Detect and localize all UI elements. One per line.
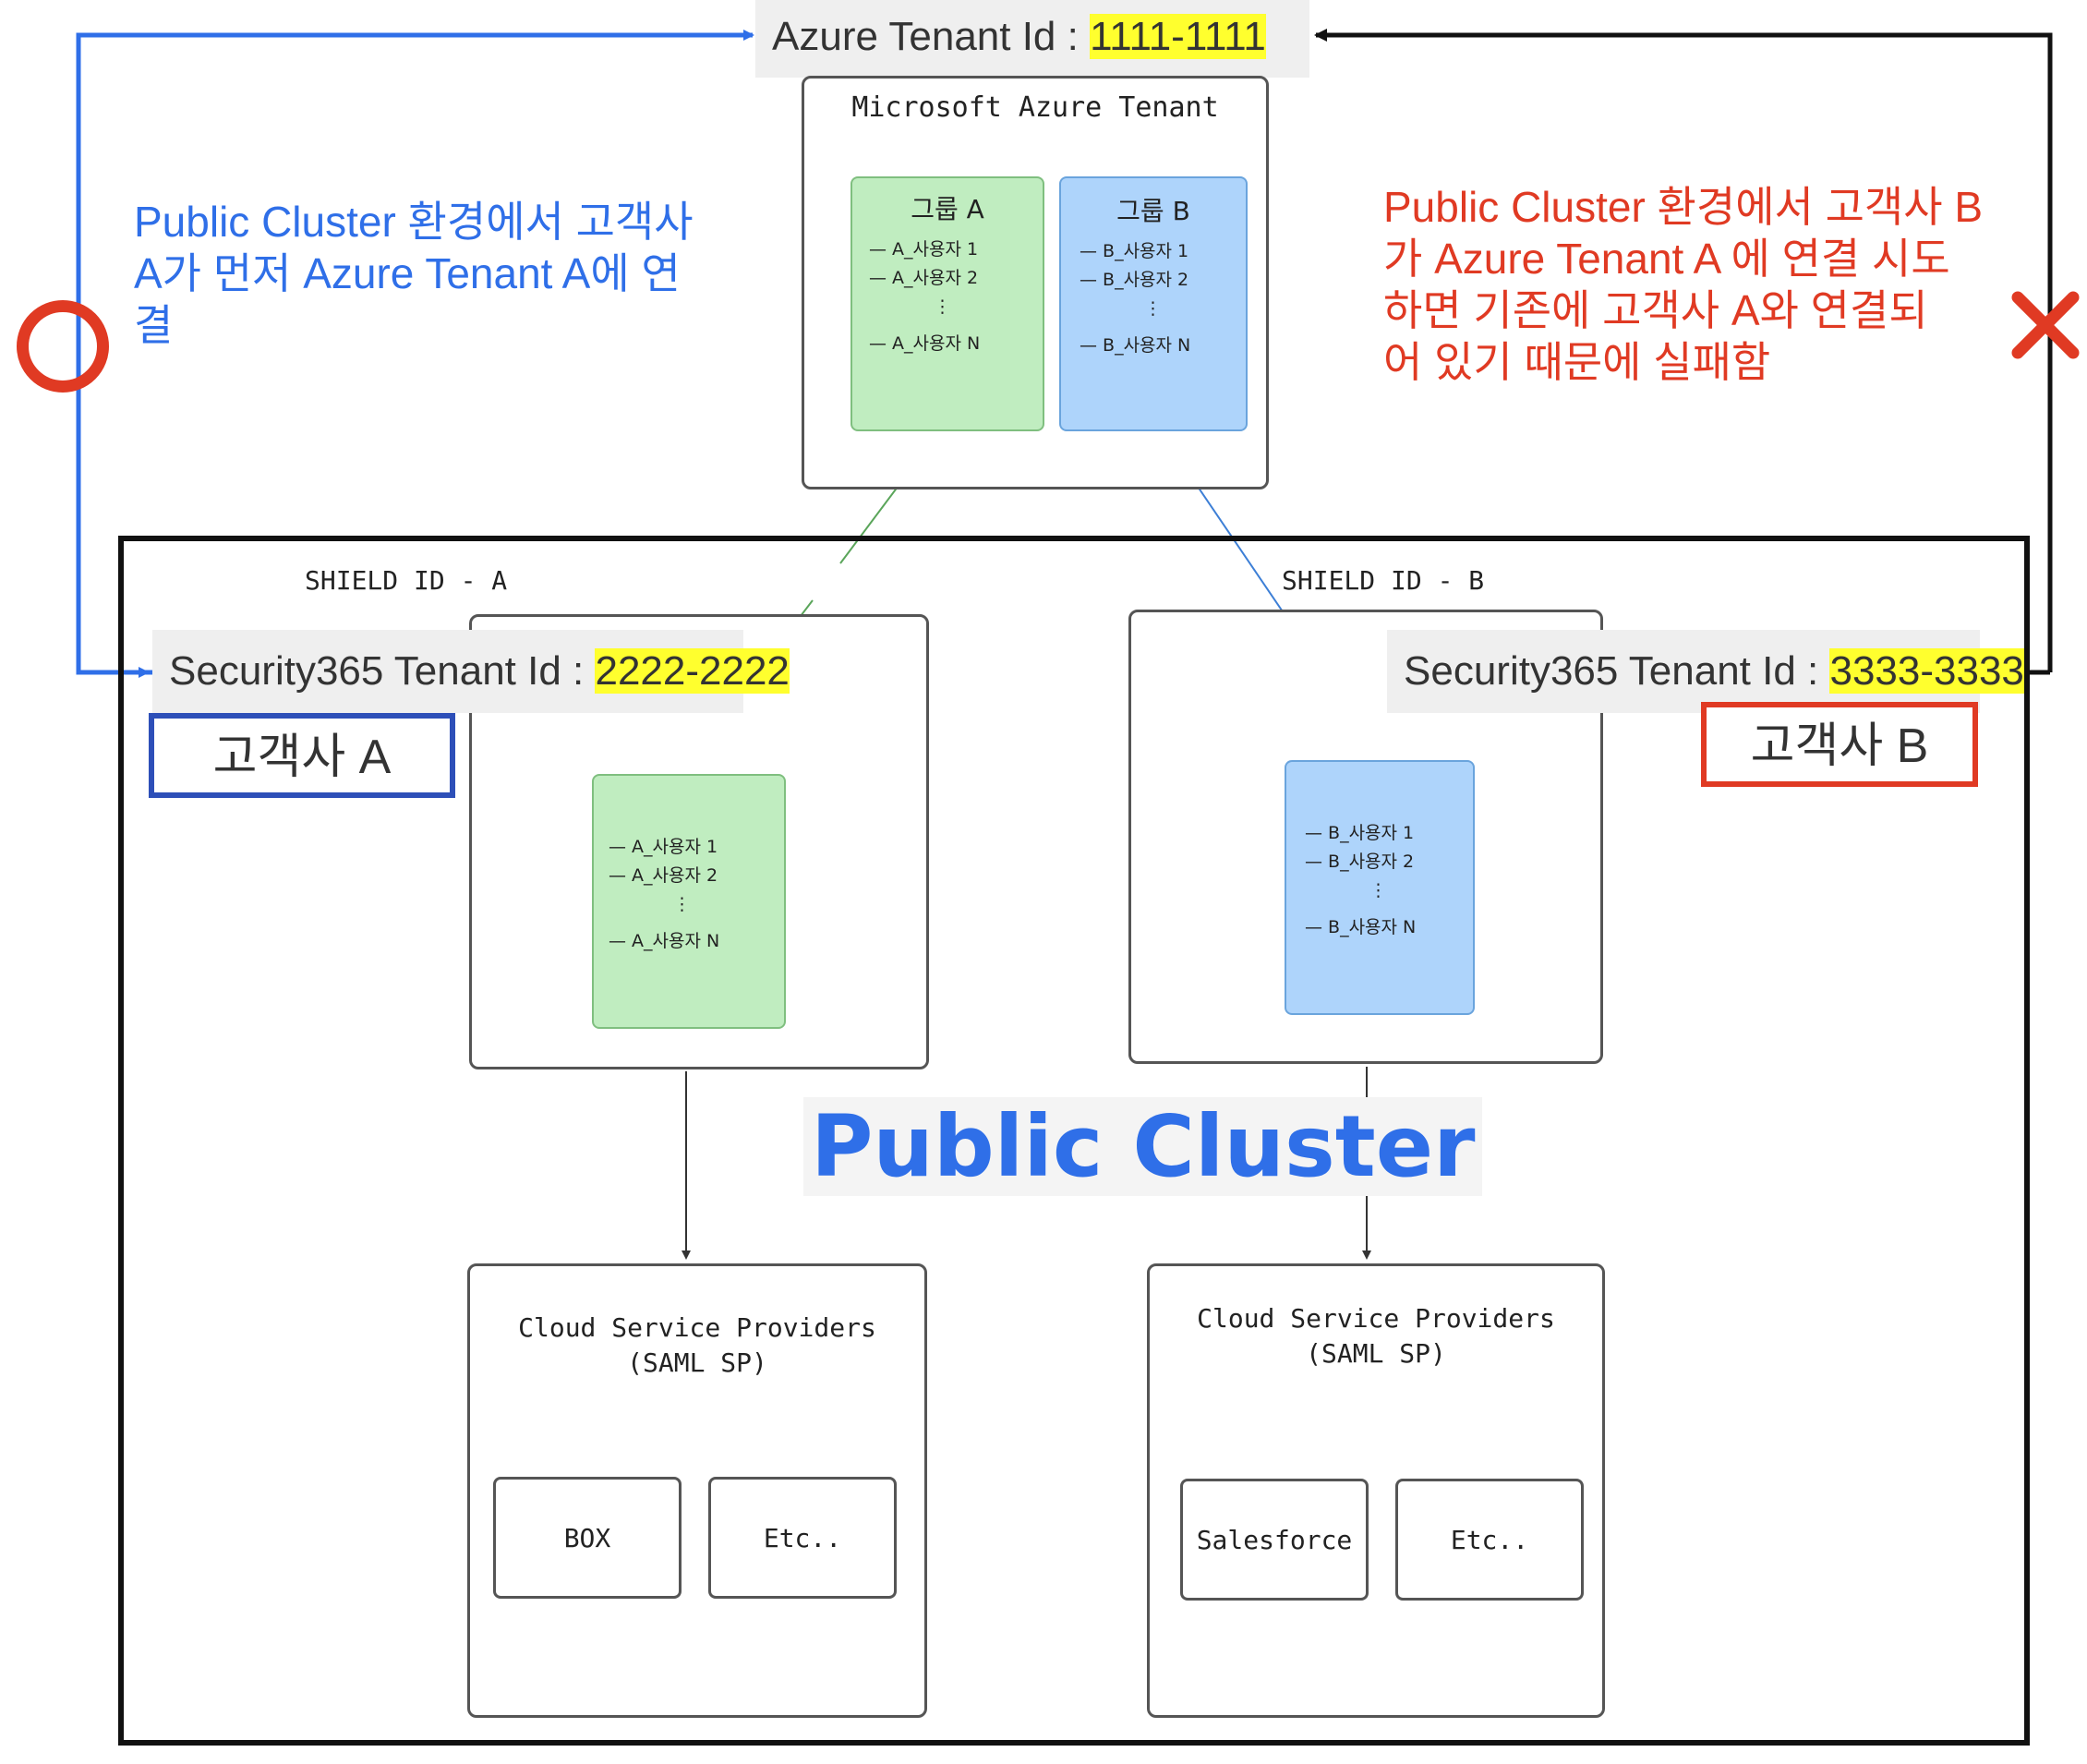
- ellipsis: ⋮: [673, 894, 691, 914]
- list-item: — B_사용자 1: [1305, 823, 1415, 843]
- azure-tenant-box: Microsoft Azure Tenant 그룹 A — A_사용자 1 — …: [802, 76, 1269, 489]
- group-b-card: 그룹 B — B_사용자 1 — B_사용자 2 ⋮ — B_사용자 N: [1059, 176, 1248, 431]
- list-item: — A_사용자 N: [609, 931, 720, 951]
- shield-a-label: SHIELD ID - A: [305, 565, 508, 596]
- ellipsis: ⋮: [1144, 298, 1162, 319]
- group-a-title: 그룹 A: [911, 194, 984, 224]
- fail-x-icon: [2011, 291, 2080, 359]
- shield-a-user-card: — A_사용자 1 — A_사용자 2 ⋮ — A_사용자 N: [592, 774, 786, 1029]
- csp-b-box: Cloud Service Providers (SAML SP) Salesf…: [1147, 1263, 1605, 1718]
- salesforce-service[interactable]: Salesforce: [1180, 1479, 1369, 1601]
- list-item: — B_사용자 1: [1080, 241, 1189, 261]
- azure-tenant-id-value: 1111-1111: [1090, 14, 1266, 59]
- ellipsis: ⋮: [934, 296, 951, 317]
- ellipsis: ⋮: [1369, 880, 1387, 900]
- right-note: Public Cluster 환경에서 고객사 B 가 Azure Tenant…: [1383, 183, 1984, 386]
- shield-b-users: — B_사용자 1 — B_사용자 2 ⋮ — B_사용자 N: [1305, 819, 1416, 942]
- list-item: — A_사용자 N: [869, 333, 981, 354]
- group-b-users: — B_사용자 1 — B_사용자 2 ⋮ — B_사용자 N: [1080, 237, 1190, 360]
- group-a-users: — A_사용자 1 — A_사용자 2 ⋮ — A_사용자 N: [869, 236, 980, 358]
- list-item: — B_사용자 N: [1080, 335, 1191, 356]
- list-item: — B_사용자 2: [1305, 852, 1415, 872]
- left-note: Public Cluster 환경에서 고객사 A가 먼저 Azure Tena…: [134, 198, 694, 349]
- shield-b-user-card: — B_사용자 1 — B_사용자 2 ⋮ — B_사용자 N: [1285, 760, 1475, 1015]
- azure-tenant-title: Microsoft Azure Tenant: [851, 91, 1219, 124]
- csp-a-box: Cloud Service Providers (SAML SP) BOX Et…: [467, 1263, 927, 1718]
- list-item: — A_사용자 1: [869, 239, 979, 260]
- etc-service-a[interactable]: Etc..: [708, 1477, 897, 1599]
- customer-a-badge: 고객사 A: [149, 713, 455, 798]
- list-item: — A_사용자 2: [869, 268, 979, 288]
- group-b-title: 그룹 B: [1116, 196, 1190, 226]
- list-item: — A_사용자 2: [609, 865, 718, 886]
- box-service[interactable]: BOX: [493, 1477, 682, 1599]
- azure-tenant-id-label: Azure Tenant Id : 1111-1111: [755, 0, 1309, 78]
- csp-a-title: Cloud Service Providers (SAML SP): [518, 1312, 876, 1378]
- csp-b-title: Cloud Service Providers (SAML SP): [1197, 1303, 1555, 1369]
- group-a-card: 그룹 A — A_사용자 1 — A_사용자 2 ⋮ — A_사용자 N: [850, 176, 1044, 431]
- public-cluster-box: [118, 536, 2030, 1746]
- azure-tenant-id-text: Azure Tenant Id :: [772, 14, 1091, 59]
- security365-tenant-a-label: Security365 Tenant Id : 2222-2222: [152, 630, 790, 713]
- security365-tenant-a-value: 2222-2222: [595, 648, 790, 694]
- shield-b-label: SHIELD ID - B: [1282, 565, 1485, 596]
- security365-tenant-b-label: Security365 Tenant Id : 3333-3333: [1387, 630, 2024, 713]
- security365-tenant-b-value: 3333-3333: [1829, 648, 2024, 694]
- etc-service-b[interactable]: Etc..: [1395, 1479, 1584, 1601]
- customer-b-badge: 고객사 B: [1701, 702, 1978, 787]
- success-circle-icon: [17, 300, 109, 393]
- list-item: — B_사용자 2: [1080, 270, 1189, 290]
- list-item: — A_사용자 1: [609, 837, 718, 857]
- public-cluster-title: Public Cluster: [803, 1097, 1483, 1196]
- list-item: — B_사용자 N: [1305, 917, 1417, 937]
- shield-a-users: — A_사용자 1 — A_사용자 2 ⋮ — A_사용자 N: [609, 833, 719, 956]
